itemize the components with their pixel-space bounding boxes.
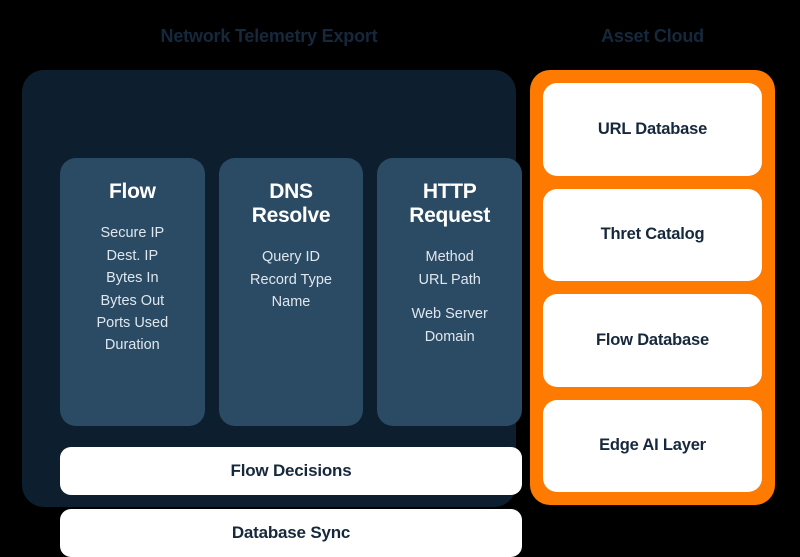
field-dest-ip: Dest. IP: [106, 247, 159, 264]
field-bytes-out: Bytes Out: [100, 292, 165, 309]
cloud-card-edge-ai-layer: Edge AI Layer: [543, 399, 762, 492]
field-secure-ip: Secure IP: [100, 225, 165, 242]
cloud-card-thret-catalog: Thret Catalog: [543, 188, 762, 281]
field-record-type: Record Type: [250, 271, 332, 288]
asset-cloud-panel: URL Database Thret Catalog Flow Database…: [530, 70, 775, 505]
left-panel-title: Network Telemetry Export: [160, 26, 378, 46]
telemetry-column-flow: Flow Secure IP Dest. IP Bytes In Bytes O…: [60, 158, 205, 426]
field-bytes-in: Bytes In: [106, 270, 159, 287]
telemetry-column-http-request: HTTP Request Method URL Path Web Server …: [377, 158, 523, 426]
bar-database-sync: Database Sync: [60, 509, 522, 557]
column-heading-http-request: HTTP Request: [409, 180, 491, 228]
right-panel-title: Asset Cloud: [601, 26, 704, 46]
field-method: Method: [425, 249, 474, 266]
field-query-id: Query ID: [262, 249, 321, 266]
field-ports-used: Ports Used: [96, 315, 169, 332]
telemetry-panel: Flow Secure IP Dest. IP Bytes In Bytes O…: [22, 70, 559, 557]
bar-flow-decisions: Flow Decisions: [60, 447, 522, 495]
column-heading-dns-resolve: DNS Resolve: [251, 180, 331, 228]
telemetry-column-dns-resolve: DNS Resolve Query ID Record Type Name: [218, 158, 364, 426]
telemetry-columns: Flow Secure IP Dest. IP Bytes In Bytes O…: [60, 158, 523, 426]
field-url-path: URL Path: [418, 271, 481, 288]
field-web-server-domain: Web Server Domain: [411, 306, 488, 345]
cloud-card-url-database: URL Database: [543, 83, 762, 176]
field-duration: Duration: [104, 337, 160, 354]
column-heading-flow: Flow: [109, 180, 156, 203]
field-name: Name: [271, 294, 311, 311]
cloud-card-flow-database: Flow Database: [543, 294, 762, 387]
